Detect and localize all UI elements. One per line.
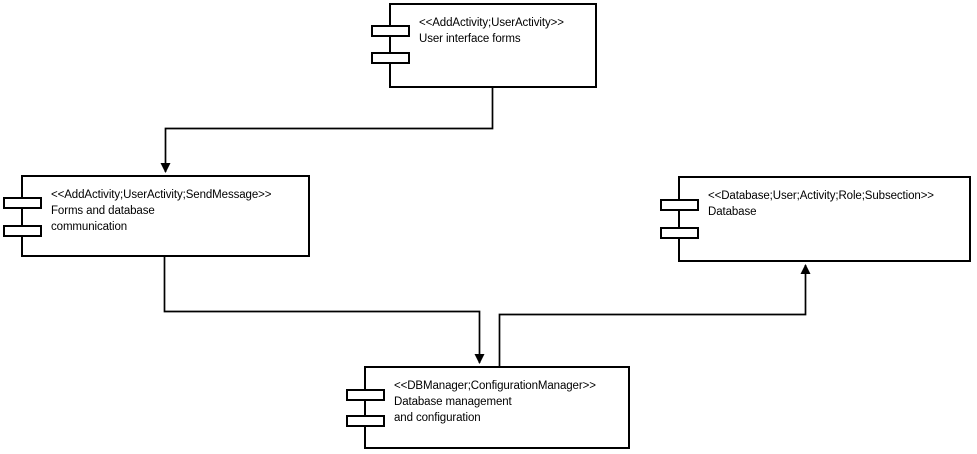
component-tab-icon (660, 199, 699, 211)
component-label: User interface forms (419, 33, 521, 45)
component-database-management-and-configuration: <<DBManager;ConfigurationManager>> Datab… (346, 366, 630, 449)
component-stereotype: <<Database;User;Activity;Role;Subsection… (708, 190, 934, 202)
component-forms-and-database-communication: <<AddActivity;UserActivity;SendMessage>>… (3, 175, 310, 257)
edge-user-interface-forms-to-forms-db-communication (160, 88, 494, 173)
component-label: and configuration (394, 412, 481, 424)
component-database: <<Database;User;Activity;Role;Subsection… (660, 176, 971, 262)
component-stereotype: <<AddActivity;UserActivity;SendMessage>> (51, 189, 272, 201)
component-stereotype: <<AddActivity;UserActivity>> (419, 17, 564, 29)
component-tab-icon (3, 197, 42, 209)
edge-forms-db-communication-to-db-management (163, 257, 485, 364)
component-tab-icon (3, 225, 42, 237)
component-tab-icon (371, 25, 410, 37)
component-tab-icon (371, 52, 410, 64)
component-tab-icon (660, 227, 699, 239)
edge-db-management-to-database (498, 264, 811, 366)
component-tab-icon (346, 389, 385, 401)
component-stereotype: <<DBManager;ConfigurationManager>> (394, 380, 596, 392)
component-label: Database (708, 206, 757, 218)
component-label: Forms and database (51, 205, 155, 217)
component-tab-icon (346, 415, 385, 427)
component-label: communication (51, 221, 128, 233)
component-user-interface-forms: <<AddActivity;UserActivity>> User interf… (371, 3, 597, 88)
component-label: Database management (394, 396, 512, 408)
